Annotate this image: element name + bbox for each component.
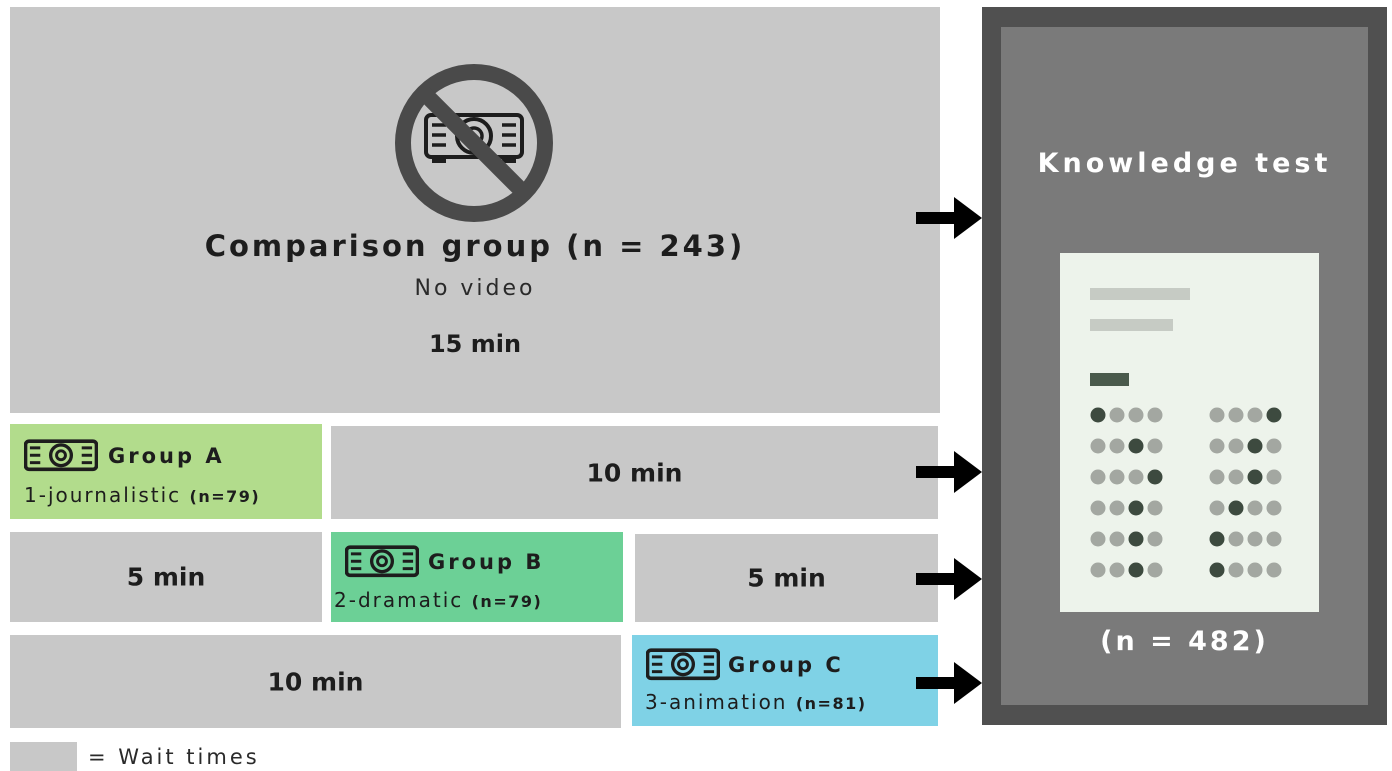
answer-bubble (1128, 531, 1144, 547)
answer-bubble (1109, 407, 1125, 423)
arrow-right-icon (916, 558, 982, 600)
no-video-icon (395, 64, 553, 222)
arrow-right-icon (916, 662, 982, 704)
answer-bubble (1209, 469, 1225, 485)
group-c-title: Group C (728, 653, 844, 677)
answer-bubble (1090, 438, 1106, 454)
answer-bubble (1266, 469, 1282, 485)
answer-bubble (1209, 500, 1225, 516)
comparison-group-title: Comparison group (n = 243) (204, 229, 746, 263)
answer-bubble (1247, 500, 1263, 516)
group-b-box: Group B 2-dramatic (n=79) (331, 532, 623, 622)
answer-bubble (1128, 438, 1144, 454)
answer-bubble (1228, 531, 1244, 547)
answer-bubble (1090, 407, 1106, 423)
answer-bubble (1266, 562, 1282, 578)
arrow-right-icon (916, 197, 982, 239)
answer-bubble (1147, 407, 1163, 423)
group-c-box: Group C 3-animation (n=81) (632, 635, 938, 726)
group-a-box: Group A 1-journalistic (n=79) (10, 424, 322, 519)
comparison-group-subtitle: No video (414, 276, 536, 301)
answer-bubble (1147, 438, 1163, 454)
answer-bubble (1109, 531, 1125, 547)
group-a-count: (n=79) (189, 487, 261, 506)
answer-bubble (1147, 500, 1163, 516)
answer-bubble (1247, 531, 1263, 547)
answer-bubble (1209, 531, 1225, 547)
answer-bubble (1109, 500, 1125, 516)
legend-label: = Wait times (88, 745, 260, 769)
answer-bubble (1109, 438, 1125, 454)
answer-bubble (1247, 438, 1263, 454)
projector-icon (646, 648, 720, 681)
answer-bubble (1128, 407, 1144, 423)
answer-bubble (1090, 562, 1106, 578)
answer-bubble (1109, 562, 1125, 578)
answer-bubble (1247, 407, 1263, 423)
group-c-count: (n=81) (795, 694, 867, 713)
answer-bubble (1266, 531, 1282, 547)
wait-time-label: 10 min (586, 458, 683, 487)
wait-time-label: 5 min (126, 562, 206, 592)
answer-bubble (1228, 562, 1244, 578)
answer-bubble (1209, 562, 1225, 578)
answer-bubble (1266, 407, 1282, 423)
group-c-description: 3-animation (n=81) (645, 690, 867, 714)
arrow-right-icon (916, 451, 982, 493)
group-c-label: 3-animation (645, 690, 788, 714)
comparison-group-box: Comparison group (n = 243) No video 15 m… (10, 7, 940, 413)
answer-bubble (1228, 438, 1244, 454)
projector-icon (345, 545, 419, 578)
wait-time-label: 10 min (267, 667, 364, 696)
answer-bubble (1228, 469, 1244, 485)
group-b-description: 2-dramatic (n=79) (334, 588, 542, 612)
test-paper-icon (1060, 253, 1319, 612)
test-paper-graphic (1090, 288, 1282, 578)
wait-box: 5 min (635, 534, 938, 622)
legend-swatch (10, 742, 77, 771)
answer-bubble (1128, 500, 1144, 516)
answer-bubble (1209, 438, 1225, 454)
projector-icon (24, 439, 98, 472)
group-b-title: Group B (428, 550, 545, 574)
comparison-wait-time: 15 min (428, 330, 522, 358)
answer-bubble (1228, 500, 1244, 516)
answer-bubble (1147, 531, 1163, 547)
wait-box: 10 min (10, 635, 621, 728)
answer-bubble (1090, 531, 1106, 547)
answer-bubble (1147, 469, 1163, 485)
group-b-count: (n=79) (471, 592, 543, 611)
answer-bubble (1090, 469, 1106, 485)
answer-bubble (1266, 500, 1282, 516)
answer-bubble (1228, 407, 1244, 423)
wait-time-label: 5 min (747, 563, 826, 593)
answer-bubble (1266, 438, 1282, 454)
wait-box: 5 min (10, 532, 322, 622)
answer-bubble (1090, 500, 1106, 516)
answer-bubble (1109, 469, 1125, 485)
answer-bubble (1247, 562, 1263, 578)
group-a-description: 1-journalistic (n=79) (24, 483, 260, 507)
group-a-label: 1-journalistic (24, 483, 182, 507)
answer-bubble (1247, 469, 1263, 485)
answer-bubble (1209, 407, 1225, 423)
wait-box: 10 min (331, 426, 938, 519)
answer-bubble (1128, 562, 1144, 578)
group-b-label: 2-dramatic (334, 588, 464, 612)
answer-bubble (1147, 562, 1163, 578)
answer-bubble (1128, 469, 1144, 485)
knowledge-test-count: (n = 482) (1100, 626, 1269, 657)
group-a-title: Group A (108, 444, 225, 468)
knowledge-test-title: Knowledge test (1037, 148, 1332, 179)
